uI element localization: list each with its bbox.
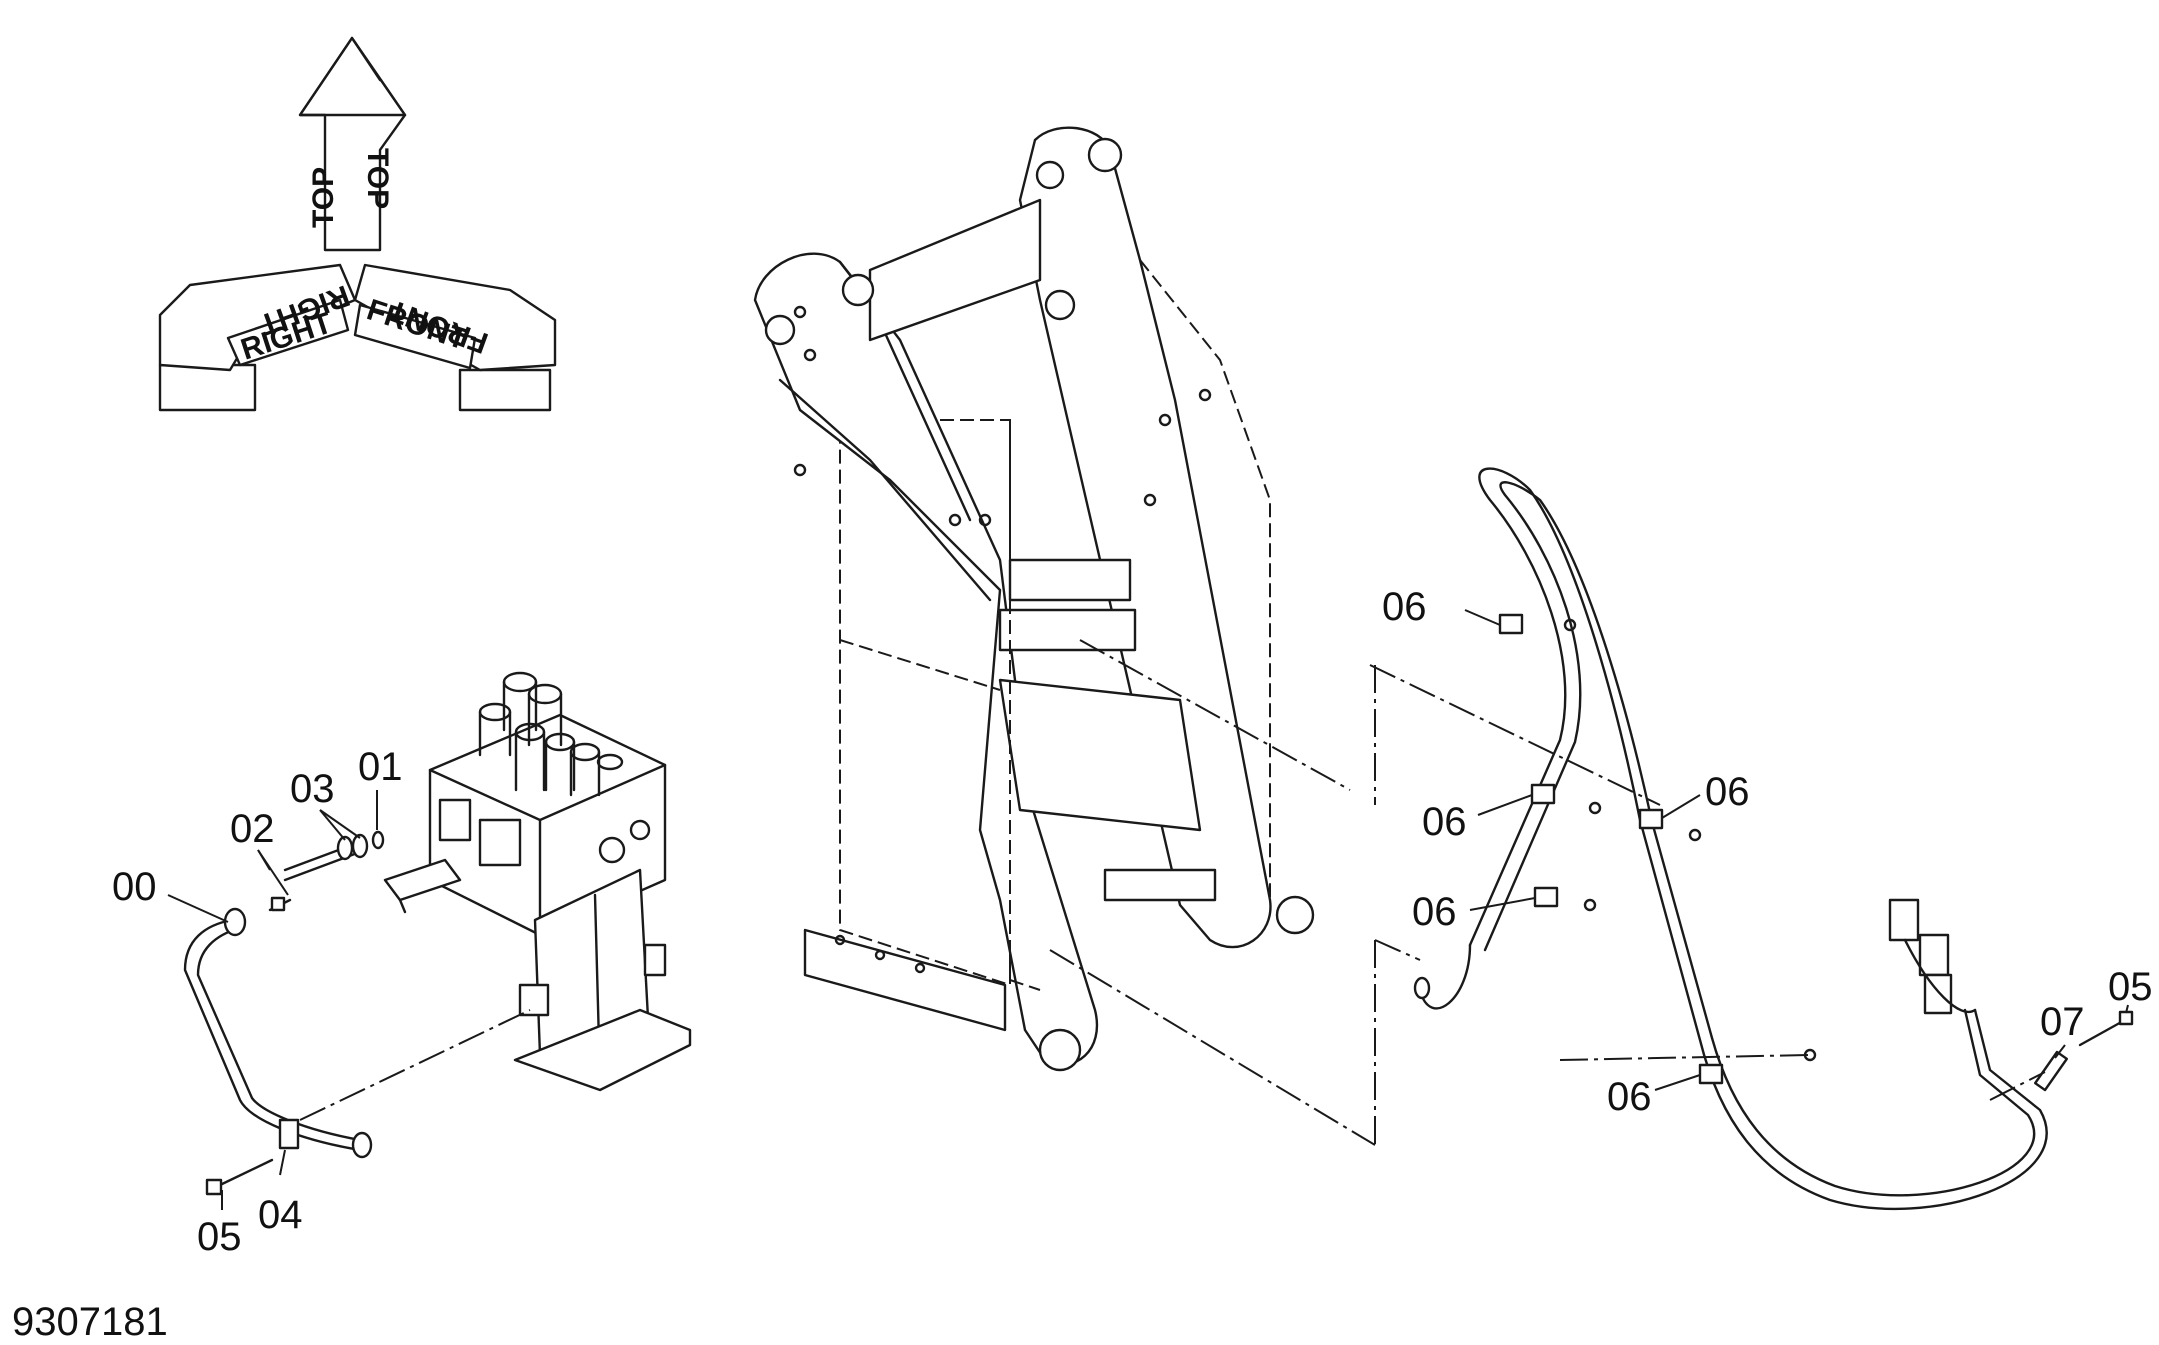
fittings-01-02-03 bbox=[268, 830, 385, 912]
callout-06-d: 06 bbox=[1412, 890, 1457, 934]
callout-02: 02 bbox=[230, 807, 275, 851]
pipe-assembly-00 bbox=[183, 907, 373, 1196]
callout-00: 00 bbox=[112, 865, 157, 909]
callout-01: 01 bbox=[358, 745, 403, 789]
callout-06-a: 06 bbox=[1382, 585, 1427, 629]
orientation-label-top-lower: TOP bbox=[307, 167, 340, 228]
orientation-indicator: TOP TOP RIGHT RIGHT FRONT FRONT bbox=[158, 36, 557, 412]
callout-03: 03 bbox=[290, 767, 335, 811]
wiring-harness bbox=[1413, 467, 2134, 1211]
callout-07: 07 bbox=[2040, 1000, 2085, 1044]
callout-06-e: 06 bbox=[1607, 1075, 1652, 1119]
drawing-number: 9307181 bbox=[12, 1300, 168, 1340]
control-valve-assembly bbox=[383, 671, 692, 1092]
reference-lines bbox=[299, 639, 2046, 1146]
callout-06-c: 06 bbox=[1705, 770, 1750, 814]
orientation-label-top-upper: TOP bbox=[361, 148, 394, 209]
callout-leaders bbox=[167, 609, 2129, 1210]
callout-05-left: 05 bbox=[197, 1215, 242, 1259]
callout-04: 04 bbox=[258, 1193, 303, 1237]
callout-numbers: 00 01 02 03 04 05 06 06 06 06 06 07 05 bbox=[112, 585, 2153, 1259]
callout-05-right: 05 bbox=[2108, 965, 2153, 1009]
boom-frame bbox=[753, 126, 1315, 1072]
callout-06-b: 06 bbox=[1422, 800, 1467, 844]
